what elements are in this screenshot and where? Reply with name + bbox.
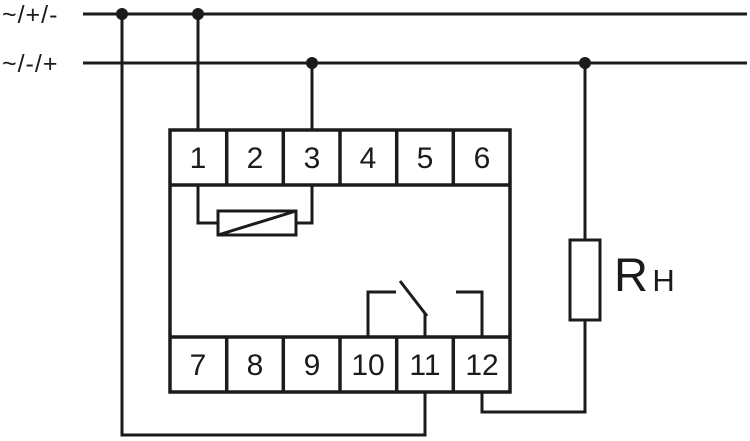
load-label: R H: [614, 248, 675, 301]
terminal-label-7: 7: [190, 349, 207, 382]
contact-blade: [398, 280, 429, 317]
load-label-subscript: H: [652, 263, 674, 298]
terminal-label-12: 12: [465, 349, 498, 382]
terminal-label-9: 9: [304, 349, 321, 382]
load-label-main: R: [614, 248, 648, 301]
contact-fixed-terminal10: [366, 290, 396, 337]
terminal-label-11: 11: [409, 349, 440, 382]
terminal-label-6: 6: [474, 142, 491, 175]
terminal-label-2: 2: [247, 142, 264, 175]
supply-label-top: ~/+/-: [2, 1, 58, 29]
terminal-label-8: 8: [247, 349, 264, 382]
terminal-label-3: 3: [304, 142, 321, 175]
terminal-label-10: 10: [351, 349, 384, 382]
contact-fixed-terminal12: [456, 290, 484, 337]
wire-coil-terminal3: [296, 185, 314, 225]
terminal-label-4: 4: [360, 142, 377, 175]
supply-label-bottom: ~/-/+: [2, 50, 58, 78]
load-resistor-symbol: [568, 238, 602, 322]
wire-supply1-terminal11: [120, 14, 427, 437]
wire-terminal1-coil: [196, 185, 218, 225]
wire-resistor-terminal12: [480, 320, 587, 414]
terminal-label-1: 1: [190, 142, 207, 175]
coil-diagonal: [217, 209, 297, 237]
terminal-label-5: 5: [417, 142, 434, 175]
